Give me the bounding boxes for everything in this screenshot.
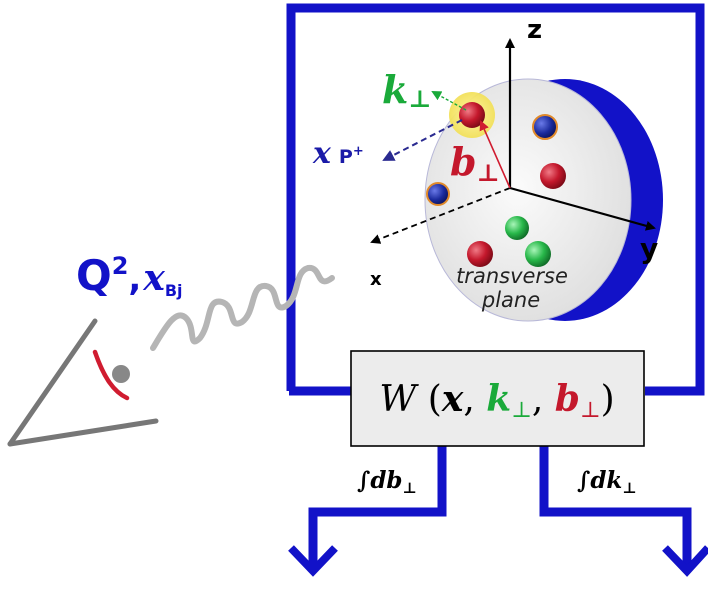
wigner-box: W (x, k⊥, b⊥) [350, 350, 645, 447]
b-perp-label: b⊥ [450, 139, 500, 187]
integral-db-perp: ∫db⊥ [357, 467, 417, 497]
quark-blue-upper [532, 114, 558, 140]
x-axis-dashed [370, 187, 511, 244]
gluon-green-top [505, 216, 529, 240]
q2-xbj-label: Q2,xBj [76, 251, 183, 300]
y-axis [509, 186, 656, 231]
k-perp-vector [431, 91, 467, 111]
quark-red-highlighted [459, 102, 485, 128]
wigner-formula: W (x, k⊥, b⊥) [379, 378, 614, 423]
vectors [382, 91, 511, 189]
eye-pupil [112, 365, 130, 383]
b-perp-vector [479, 120, 511, 189]
plane-label-line2: plane [481, 288, 540, 312]
z-axis-label: z [527, 15, 542, 45]
frame [286, 3, 705, 396]
axes: z y x [370, 15, 658, 290]
integral-labels: ∫db⊥ ∫dk⊥ [357, 467, 637, 497]
k-perp-label: k⊥ [382, 67, 431, 113]
quark-blue-left [426, 182, 450, 206]
right-output-arrowhead [662, 545, 708, 577]
observer-eye-icon [7, 318, 159, 447]
photon-wave [150, 265, 335, 351]
integral-dk-perp: ∫dk⊥ [577, 467, 637, 497]
quark-red-right [540, 163, 566, 189]
probe-label: Q2,xBj [76, 251, 183, 300]
left-output-path [288, 446, 447, 577]
xp-plus-vector [382, 119, 463, 161]
frame-left-side [286, 3, 705, 396]
wigner-box-rect [350, 350, 645, 447]
plane-label: transverse plane [456, 264, 568, 312]
left-output-arrowhead [288, 545, 338, 577]
y-axis-label: y [640, 232, 658, 265]
quark-red-bottom [467, 241, 493, 267]
plane-label-line1: transverse [456, 264, 568, 288]
gluon-green-bottom [525, 241, 551, 267]
x-axis-label: x [370, 269, 382, 290]
right-output-path [539, 446, 708, 577]
